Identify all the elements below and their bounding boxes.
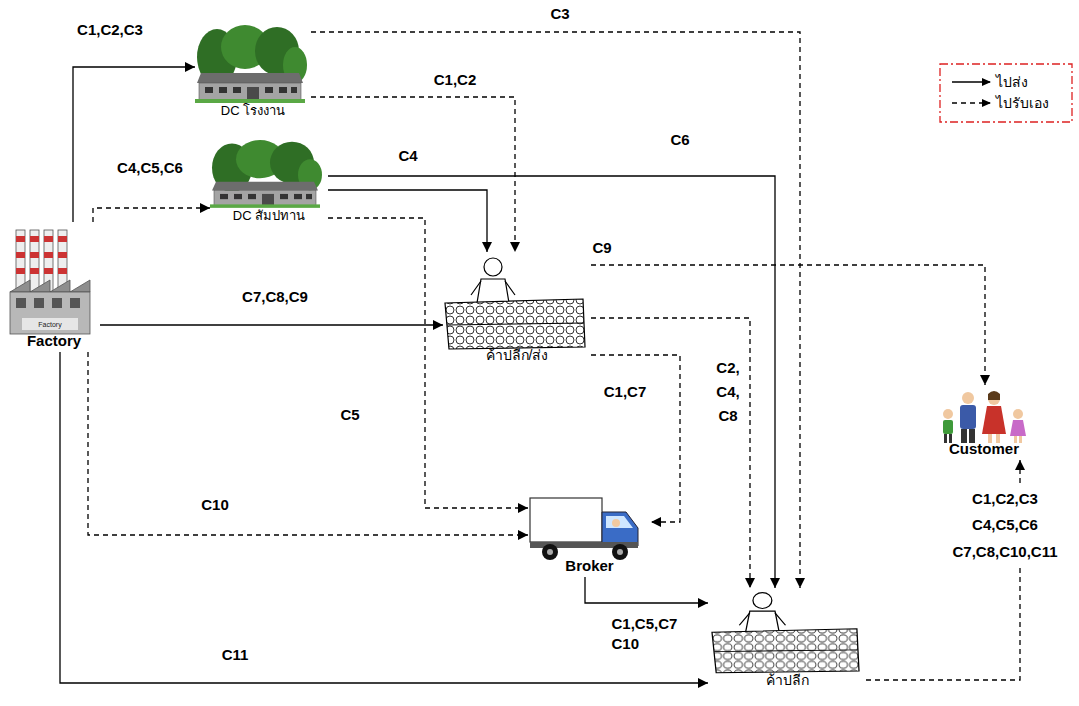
connector-arrow: [328, 190, 487, 252]
node-label: DC โรงงาน: [199, 103, 307, 119]
connector-arrow: [328, 176, 775, 588]
edge-label: C1,C7: [602, 382, 649, 402]
dc-node: DC โรงงาน: [195, 25, 311, 121]
edge-label: C1,C2,C3: [75, 20, 145, 40]
node-label: Factory: [12, 332, 96, 350]
retail-node: ค้าปลีก: [708, 588, 866, 691]
edge-label: C4: [396, 146, 419, 166]
customer-illustration: [943, 391, 1026, 443]
node-label: Broker: [532, 557, 647, 575]
dc-node: DC สัมปทาน: [210, 140, 328, 226]
factory-node: Factory: [8, 222, 100, 352]
node-label: ค้าปลีก/ส่ง: [447, 347, 587, 364]
icon-space: [939, 385, 1029, 440]
connector-arrow: [311, 32, 800, 588]
legend-text: ไปส่ง: [996, 71, 1028, 93]
connector-arrow: [591, 265, 985, 385]
icon-space: [447, 252, 587, 347]
connector-arrow: [60, 352, 708, 683]
edge-label: C1,C2,C3 C4,C5,C6 C7,C8,C10,C11: [948, 486, 1062, 565]
node-label: ค้าปลีก: [712, 672, 862, 689]
truck-illustration: [530, 498, 638, 560]
icon-space: [214, 140, 324, 208]
edge-label: C6: [668, 130, 691, 150]
connector-arrow: [591, 355, 680, 522]
legend-frame: [940, 64, 1072, 122]
icon-space: [199, 25, 307, 103]
connector-arrow: [100, 324, 443, 325]
factory-illustration: [10, 230, 90, 334]
icon-space: [12, 222, 96, 332]
stall-illustration: [445, 258, 585, 349]
connector-arrow: [585, 577, 708, 603]
dc-illustration: [195, 25, 307, 103]
dc-illustration: [210, 140, 322, 208]
connector-arrow: [93, 208, 210, 222]
customer-node: Customer: [935, 385, 1033, 460]
edge-label: C10: [199, 495, 231, 515]
icon-space: [532, 495, 647, 557]
stall-illustration: [712, 593, 859, 673]
edge-label: C2, C4, C8: [710, 356, 746, 428]
connector-arrow: [73, 67, 195, 222]
edge-label: C1,C2: [432, 70, 479, 90]
edge-label: C3: [548, 4, 571, 24]
edge-label: C4,C5,C6: [115, 158, 185, 178]
legend-text: ไปรับเอง: [996, 92, 1049, 114]
connector-arrow: [311, 97, 515, 252]
broker-node: Broker: [528, 495, 651, 577]
edge-label: C5: [338, 405, 361, 425]
edge-label: C1,C5,C7 C10: [610, 614, 699, 655]
icon-text: Factory: [38, 321, 61, 328]
edge-label: C7,C8,C9: [240, 287, 310, 307]
icon-space: [712, 588, 862, 672]
wholesale-node: ค้าปลีก/ส่ง: [443, 252, 591, 366]
node-label: Customer: [939, 440, 1029, 458]
edge-label: C11: [220, 645, 251, 665]
connector-arrow: [591, 318, 750, 588]
node-label: DC สัมปทาน: [214, 208, 324, 224]
edge-label: C9: [590, 238, 613, 258]
